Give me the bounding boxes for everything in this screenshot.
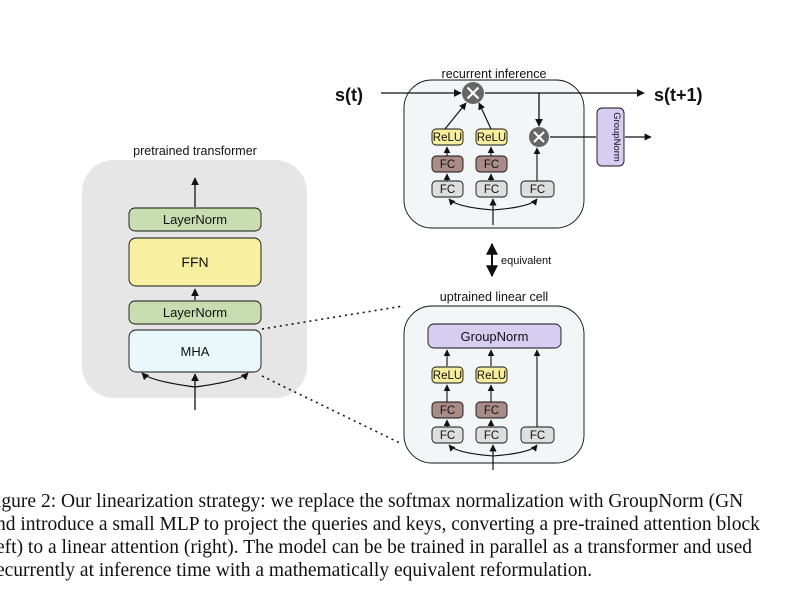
svg-text:FC: FC	[440, 159, 455, 171]
groupnorm-block: GroupNorm	[427, 323, 562, 349]
svg-text:FC: FC	[440, 405, 455, 417]
svg-text:MHA: MHA	[181, 344, 210, 359]
fc-light-block-5: FC	[475, 426, 508, 444]
figure-caption: igure 2: Our linearization strategy: we …	[0, 490, 800, 582]
svg-text:FC: FC	[484, 159, 499, 171]
fc-dark-block-2: FC	[475, 155, 508, 173]
svg-text:LayerNorm: LayerNorm	[163, 305, 227, 320]
equivalence-arrow: equivalent	[486, 242, 551, 278]
fc-light-block-2: FC	[475, 180, 508, 198]
fc-dark-block-4: FC	[475, 401, 508, 419]
svg-text:FC: FC	[530, 430, 545, 442]
svg-text:ReLU: ReLU	[477, 132, 506, 144]
svg-text:GroupNorm: GroupNorm	[461, 329, 529, 344]
uptrained-linear-cell-panel: uptrained linear cell GroupNorm ReLU ReL…	[403, 290, 585, 470]
fc-light-block-4: FC	[431, 426, 464, 444]
svg-text:FC: FC	[440, 184, 455, 196]
pretrained-transformer-panel: pretrained transformer LayerNorm FFN Lay…	[82, 144, 307, 410]
multiply-node-right	[529, 127, 549, 147]
recurrent-inference-panel: recurrent inference s(t) s(t+1) ReLU ReL…	[335, 67, 703, 229]
svg-text:FFN: FFN	[181, 254, 208, 270]
caption-line-1: igure 2: Our linearization strategy: we …	[0, 491, 744, 512]
caption-line-3: eft) to a linear attention (right). The …	[0, 537, 753, 558]
caption-line-2: nd introduce a small MLP to project the …	[0, 514, 760, 535]
mha-block: MHA	[128, 329, 262, 373]
relu-block-1: ReLU	[431, 128, 464, 146]
fc-dark-block-1: FC	[431, 155, 464, 173]
caption-line-4: ecurrently at inference time with a math…	[0, 560, 593, 581]
svg-text:FC: FC	[530, 184, 545, 196]
recurrent-inference-title: recurrent inference	[442, 67, 547, 81]
fc-light-block-3: FC	[520, 180, 555, 198]
dotted-connector-bottom	[261, 375, 403, 445]
relu-block-2: ReLU	[475, 128, 508, 146]
layernorm-bottom-block: LayerNorm	[128, 300, 262, 325]
state-output-label: s(t+1)	[654, 85, 703, 105]
svg-text:FC: FC	[484, 405, 499, 417]
svg-text:FC: FC	[484, 430, 499, 442]
ffn-block: FFN	[128, 237, 262, 287]
svg-text:ReLU: ReLU	[433, 370, 462, 382]
relu-block-4: ReLU	[475, 366, 508, 384]
relu-block-3: ReLU	[431, 366, 464, 384]
fc-light-block-6: FC	[520, 426, 555, 444]
groupnorm-vertical-block: GroupNorm	[596, 107, 625, 167]
pretrained-transformer-title: pretrained transformer	[133, 144, 257, 158]
fc-light-block-1: FC	[431, 180, 464, 198]
layernorm-top-block: LayerNorm	[128, 207, 262, 232]
multiply-node-top	[462, 82, 484, 104]
svg-text:LayerNorm: LayerNorm	[163, 212, 227, 227]
state-input-label: s(t)	[335, 85, 363, 105]
equivalent-label: equivalent	[501, 255, 551, 267]
svg-text:FC: FC	[484, 184, 499, 196]
uptrained-linear-cell-title: uptrained linear cell	[440, 290, 548, 304]
fc-dark-block-3: FC	[431, 401, 464, 419]
svg-text:FC: FC	[440, 430, 455, 442]
svg-text:ReLU: ReLU	[433, 132, 462, 144]
svg-text:ReLU: ReLU	[477, 370, 506, 382]
svg-text:GroupNorm: GroupNorm	[611, 112, 622, 162]
